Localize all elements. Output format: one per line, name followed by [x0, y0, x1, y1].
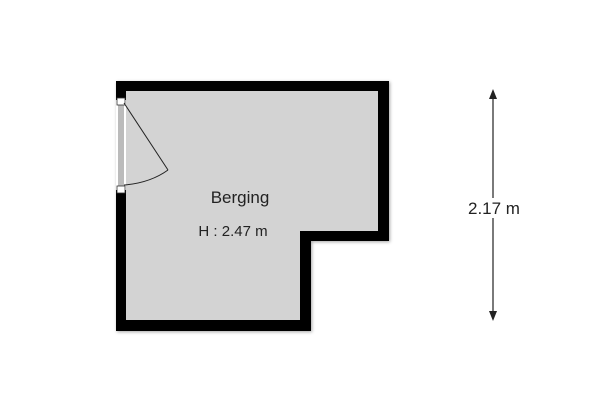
room-name: Berging	[211, 188, 270, 207]
door	[116, 97, 169, 194]
dimension-arrow	[489, 89, 497, 321]
room-floor	[126, 91, 378, 320]
dimension-label: 2.17 m	[468, 199, 520, 218]
arrow-down-icon	[489, 311, 497, 321]
arrow-up-icon	[489, 89, 497, 99]
room-height: H : 2.47 m	[198, 223, 267, 240]
